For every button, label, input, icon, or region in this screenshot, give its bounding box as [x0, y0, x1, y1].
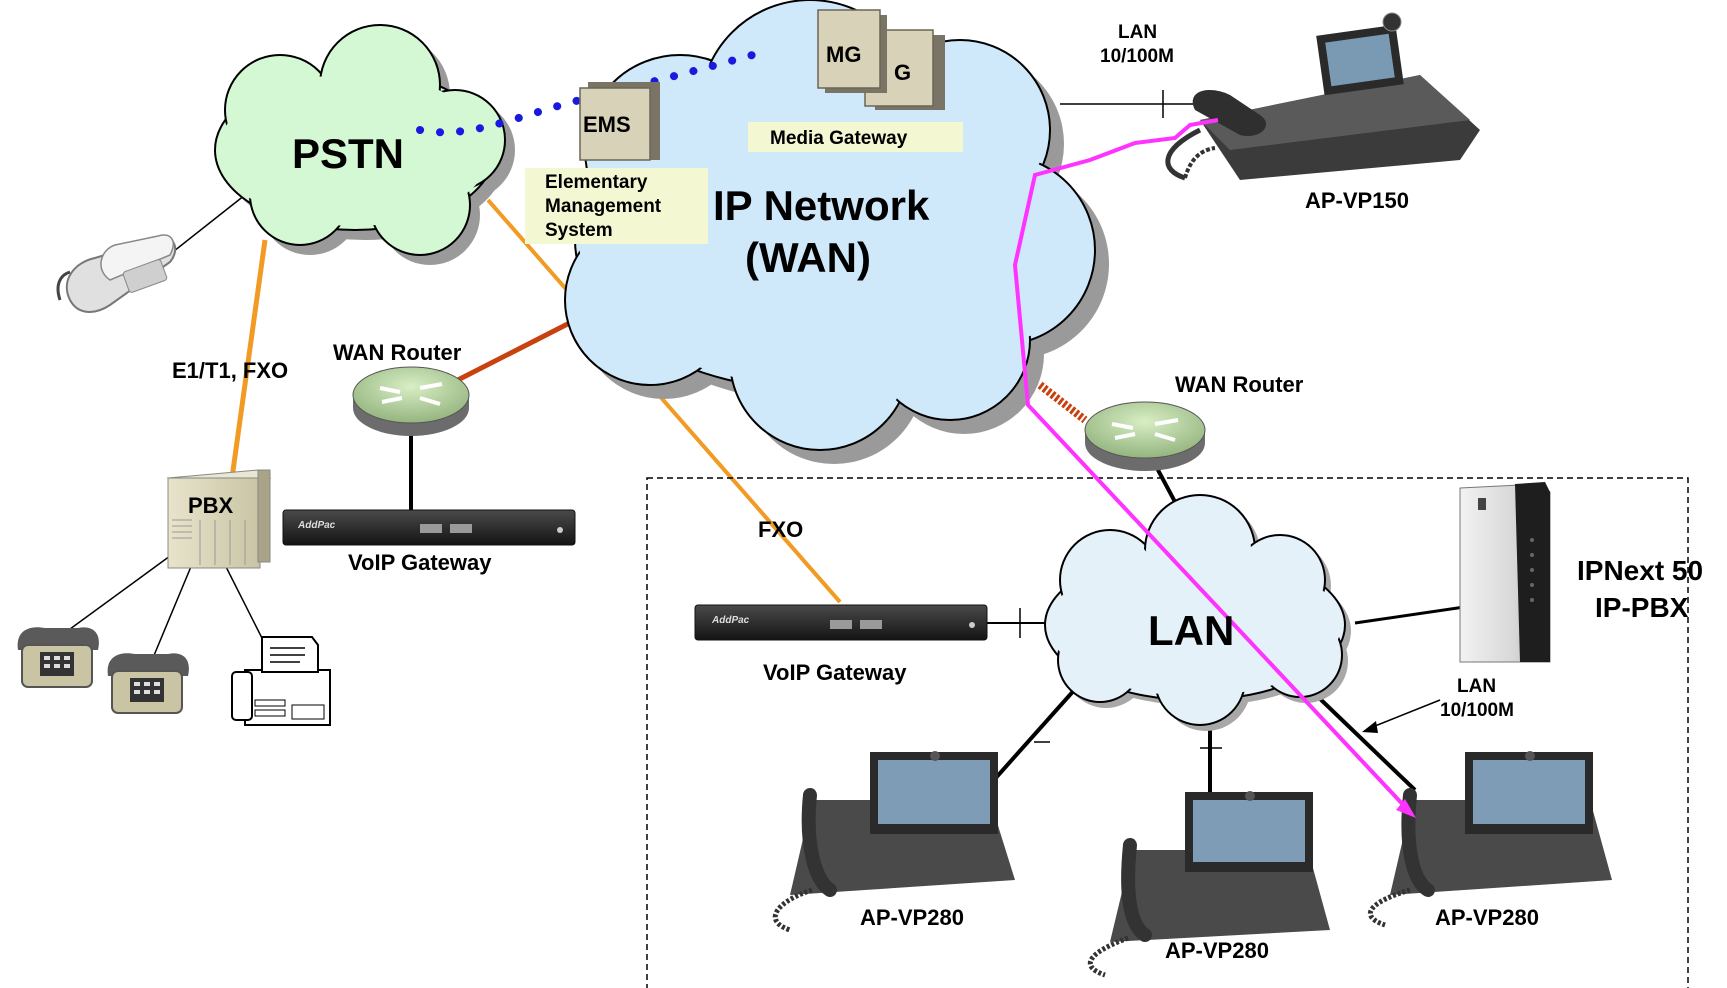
mg-back-label: G — [894, 60, 911, 85]
e1-t1-fxo-label: E1/T1, FXO — [172, 358, 288, 383]
wan-router-left-label: WAN Router — [333, 340, 462, 365]
fxo-link — [486, 198, 842, 604]
mg-front-label: MG — [826, 42, 861, 67]
video-phone-vp280-left-icon — [772, 751, 1015, 933]
telephone-icon — [56, 234, 177, 313]
ap-vp280-left-label: AP-VP280 — [860, 905, 964, 930]
lan-bottom-label-line-1: LAN — [1457, 676, 1496, 697]
ems-server: EMS — [579, 82, 660, 161]
wan-router-right-icon — [1084, 401, 1206, 471]
pstn-label: PSTN — [292, 130, 404, 177]
fax-machine-icon — [231, 636, 331, 726]
pbx-phone-1-icon — [17, 627, 99, 688]
video-phone-vp150-icon — [1165, 12, 1480, 181]
fxo-label: FXO — [758, 517, 803, 542]
gateway-right-brand: AddPac — [711, 615, 750, 626]
pbx-label: PBX — [188, 493, 234, 518]
ap-vp150-label: AP-VP150 — [1305, 188, 1409, 213]
ems-label: EMS — [583, 112, 631, 137]
voip-gateway-right-icon: AddPac — [694, 604, 988, 641]
lan-top-label-line-1: LAN — [1118, 22, 1157, 43]
ap-vp280-center-label: AP-VP280 — [1165, 938, 1269, 963]
media-gateway-caption: Media Gateway — [770, 128, 908, 149]
ip-network-label-line-2: (WAN) — [745, 234, 871, 281]
ipnext-label-line-2: IP-PBX — [1595, 592, 1689, 623]
pbx-icon: PBX — [166, 469, 272, 569]
lan-bottom-label-line-2: 10/100M — [1440, 700, 1514, 721]
e1-t1-link — [229, 239, 268, 479]
wan-cloud — [564, 0, 1109, 464]
ems-caption-line-2: Management — [545, 196, 662, 217]
media-gateway-servers: G MG — [817, 9, 945, 110]
lan-cloud-label: LAN — [1148, 607, 1234, 654]
voip-gateway-left-icon: AddPac — [282, 509, 576, 546]
media-gateway-caption-box — [748, 122, 963, 152]
ems-caption-line-3: System — [545, 220, 613, 241]
lan-site-boundary — [646, 477, 1689, 988]
ems-caption-box — [525, 168, 708, 244]
lan-top-label-line-2: 10/100M — [1100, 46, 1174, 67]
pstn-cloud — [214, 24, 515, 265]
ipnext-tower-icon — [1459, 482, 1551, 663]
voip-gateway-right-label: VoIP Gateway — [763, 660, 907, 685]
video-phone-vp280-center-icon — [1088, 791, 1330, 978]
video-phone-vp280-right-icon — [1368, 751, 1612, 928]
ems-caption-line-1: Elementary — [545, 172, 648, 193]
voip-gateway-left-label: VoIP Gateway — [348, 550, 492, 575]
ipnext-label-line-1: IPNext 50 — [1577, 555, 1703, 586]
wan-router-right-label: WAN Router — [1175, 372, 1304, 397]
ip-network-label-line-1: IP Network — [713, 182, 930, 229]
pbx-phone-2-icon — [107, 653, 189, 714]
gateway-left-brand: AddPac — [297, 520, 336, 531]
ap-vp280-right-label: AP-VP280 — [1435, 905, 1539, 930]
wan-router-left-icon — [352, 366, 470, 436]
call-path — [1012, 118, 1416, 818]
